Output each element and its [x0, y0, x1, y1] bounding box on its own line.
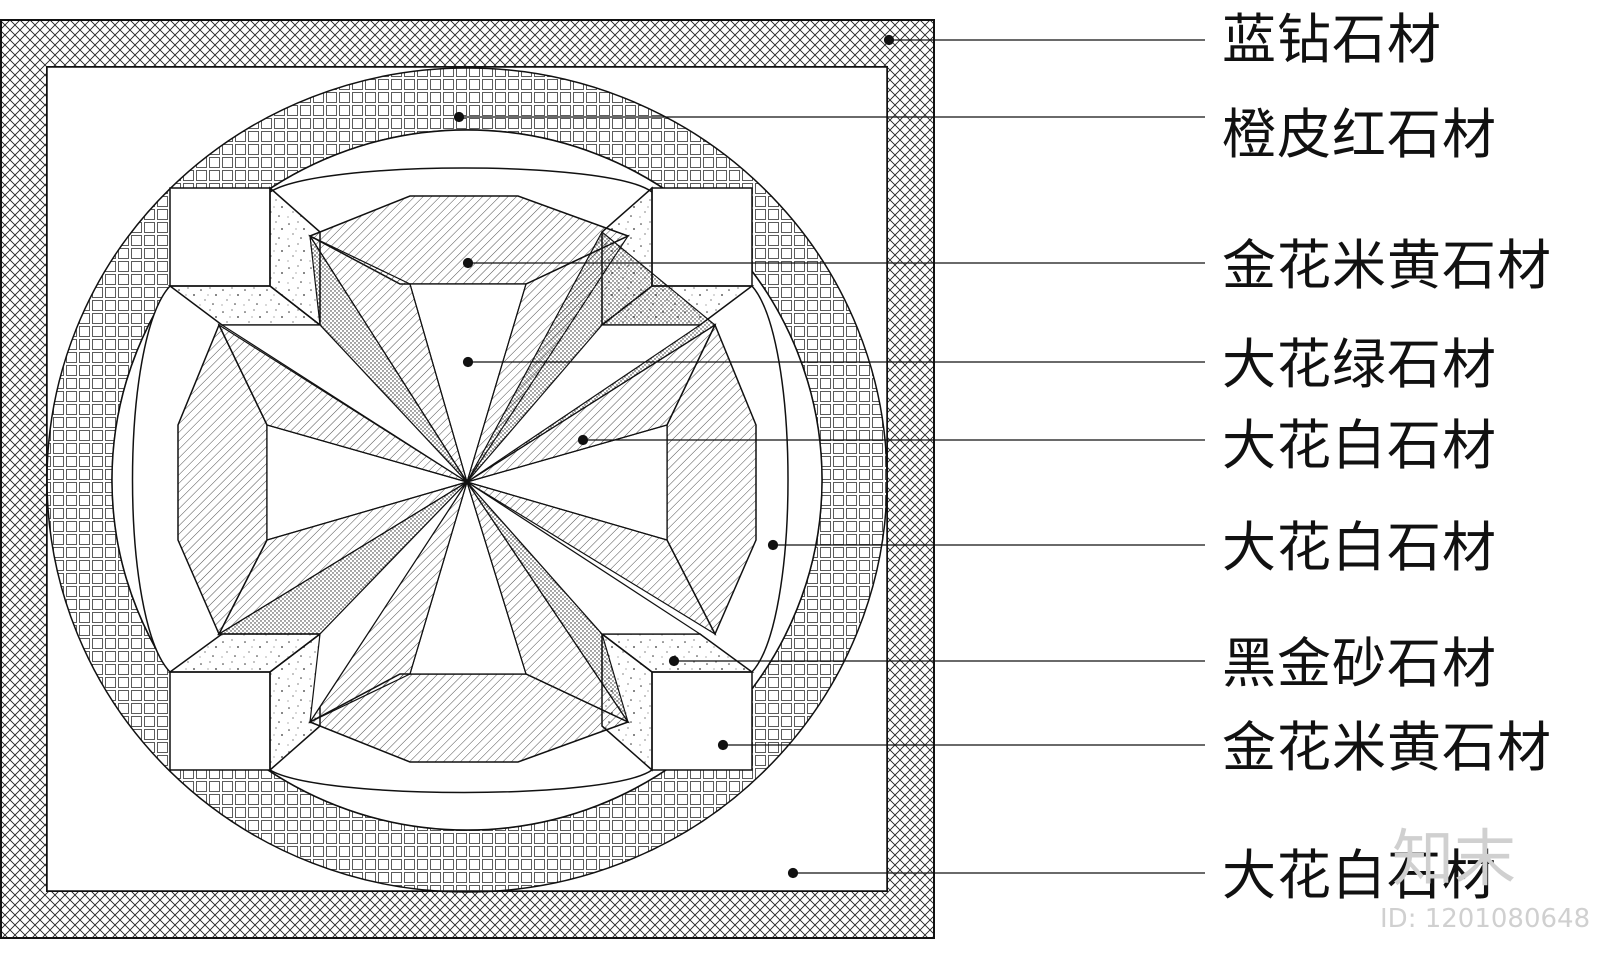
label-lan-zuan-stone: 蓝钻石材	[1222, 8, 1442, 71]
label-da-hua-bai-stone-2: 大花白石材	[1222, 516, 1497, 579]
hatched-plates	[177, 195, 757, 763]
label-da-hua-bai-stone-3: 大花白石材	[1222, 844, 1497, 907]
leader-lines	[453, 34, 1205, 879]
label-da-hua-lv-stone: 大花绿石材	[1222, 333, 1497, 396]
watermark-id: ID: 1201080648	[1380, 904, 1591, 934]
label-jin-hua-mi-huang-stone-bottom: 金花米黄石材	[1222, 716, 1552, 779]
label-cheng-pi-hong-stone: 橙皮红石材	[1222, 103, 1497, 166]
radial-star	[216, 231, 717, 724]
watermark-brand: 知末	[1392, 822, 1517, 895]
label-hei-jin-sha-stone: 黑金砂石材	[1222, 632, 1497, 695]
label-da-hua-bai-stone-1: 大花白石材	[1222, 414, 1497, 477]
label-jin-hua-mi-huang-stone-top: 金花米黄石材	[1222, 234, 1552, 297]
